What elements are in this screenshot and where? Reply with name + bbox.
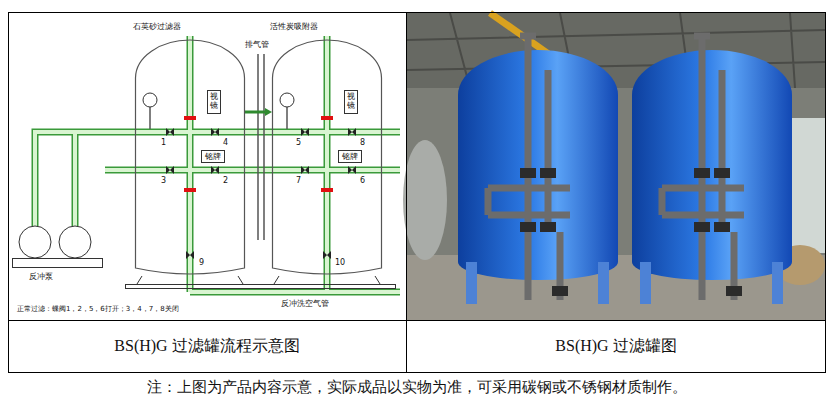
nameplate-box: 铭牌 <box>201 150 225 163</box>
callout-number: 9 <box>198 258 205 267</box>
part-label: 视镜 <box>347 93 355 111</box>
callout-number: 6 <box>359 176 366 185</box>
caption-text: BS(H)G 过滤罐流程示意图 <box>114 336 299 357</box>
connector-line <box>245 111 266 114</box>
callout-number: 2 <box>222 176 229 185</box>
callout-number: 7 <box>295 176 302 185</box>
caption-cell: BS(H)G 过滤罐图 <box>407 321 825 372</box>
pump-label: 反冲泵 <box>28 272 54 281</box>
operation-note: 正常过滤：蝶阀1，2，5，6打开；3，4，7，8关闭 <box>16 305 180 313</box>
callout-number: 8 <box>359 138 366 147</box>
footnote: 注：上图为产品内容示意，实际成品以实物为准，可采用碳钢或不锈钢材质制作。 <box>0 379 834 396</box>
callout-number: 5 <box>295 138 302 147</box>
tank-photo <box>403 13 825 320</box>
part-label: 铭牌 <box>342 152 358 161</box>
tank-shell <box>273 40 382 274</box>
sight-glass-box: 视镜 <box>344 90 358 114</box>
part-label: 视镜 <box>210 93 218 111</box>
tank-heading: 石英砂过滤器 <box>133 22 181 31</box>
pipe-label: 反冲洗空气管 <box>280 299 330 308</box>
callout-number: 3 <box>160 176 167 185</box>
tank-heading: 活性炭吸附器 <box>270 22 318 31</box>
arrow-head <box>265 108 272 116</box>
caption-text: BS(H)G 过滤罐图 <box>555 336 676 357</box>
flow-schematic <box>13 36 401 292</box>
part-label: 铭牌 <box>205 152 221 161</box>
callout-number: 1 <box>160 138 167 147</box>
callout-number: 10 <box>334 258 346 267</box>
filter-tank: 石英砂过滤器视镜铭牌 <box>135 40 245 278</box>
tank-outline <box>272 40 382 278</box>
callout-number: 4 <box>222 138 229 147</box>
pipe-label: 排气管 <box>244 40 270 49</box>
tank-shell <box>136 40 245 274</box>
table-frame <box>8 12 826 373</box>
sight-glass-box: 视镜 <box>207 90 221 114</box>
pipe-connector <box>245 108 272 116</box>
caption-cell: BS(H)G 过滤罐流程示意图 <box>8 321 406 372</box>
nameplate-box: 铭牌 <box>338 150 362 163</box>
adsorber-tank: 活性炭吸附器视镜铭牌 <box>272 40 382 278</box>
tank-outline <box>135 40 245 278</box>
